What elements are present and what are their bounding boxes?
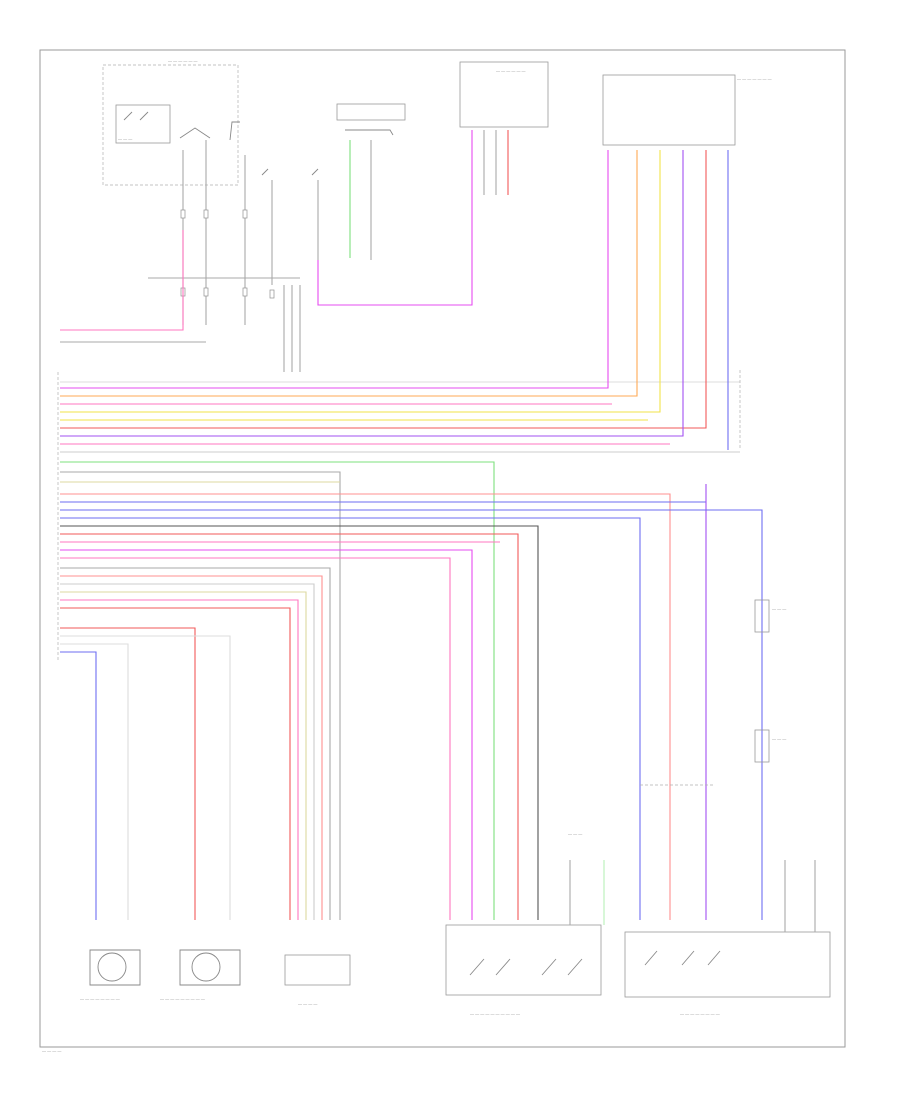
wire-m9 — [60, 533, 519, 920]
ecu-top-box — [602, 74, 736, 146]
corner-label: — — — — — [42, 1048, 61, 1053]
solenoid-block: — — — — — [284, 954, 351, 1006]
fuse-block-label: — — — — — — — [168, 58, 198, 63]
wire-w8 — [60, 150, 684, 437]
wire-w3 — [60, 150, 638, 397]
wire-w2 — [60, 150, 609, 389]
relay-box — [115, 104, 171, 144]
speed-sensor-2-coil-icon — [191, 952, 221, 982]
speed-sensor-1-coil-icon — [97, 952, 127, 982]
speed-sensor-1-label: — — — — — — — — — [80, 996, 120, 1001]
speed-sensor-2-body — [179, 949, 241, 986]
dlc-label: — — — — — — — [496, 68, 526, 73]
pin — [242, 209, 248, 219]
wire-m1 — [60, 461, 495, 920]
relay-box-label: — — — — [118, 136, 132, 141]
pin — [180, 209, 186, 219]
wire-ss2 — [60, 635, 231, 920]
wire-m11 — [60, 549, 473, 920]
fuse-relay-block: — — — — — — — — — — [102, 58, 406, 186]
wire-s5 — [60, 599, 299, 920]
pink-feed-wire — [60, 230, 184, 331]
dlc-box — [459, 61, 549, 128]
park-neutral-switch-label: — — — — — — — — — — — [470, 1011, 520, 1016]
wire-m7 — [60, 517, 641, 920]
shift-switch-body — [624, 931, 831, 998]
stop-lamp-switch-label: — — — — [568, 831, 582, 836]
wire-s6 — [60, 607, 291, 920]
switch-contacts — [469, 958, 583, 976]
splice-2-box — [754, 729, 770, 763]
magenta-loop-wire — [317, 130, 473, 306]
splice-1-box — [754, 599, 770, 633]
pin — [242, 287, 248, 297]
pin — [203, 287, 209, 297]
speed-sensor-2: — — — — — — — — — — [160, 949, 241, 1001]
wire-m4 — [60, 493, 671, 920]
speed-sensor-2-label: — — — — — — — — — — [160, 996, 205, 1001]
shift-switch-side-wires — [784, 860, 816, 932]
pin — [203, 209, 209, 219]
wire-w5 — [60, 150, 661, 413]
diagram-frame — [39, 49, 846, 1048]
wire-s2 — [60, 575, 323, 920]
wire-ss4 — [60, 651, 97, 920]
wire-s3 — [60, 583, 315, 920]
ecu-top-label: — — — — — — — — [737, 76, 772, 81]
dlc-grey-wires — [483, 130, 497, 195]
meter-box — [336, 103, 406, 121]
speed-sensor-1-body — [89, 949, 141, 986]
shift-switch: — — — — — — — — — [624, 860, 831, 1016]
park-neutral-switch: — — — — — — — — — — — [445, 924, 602, 1016]
wire-ss3 — [60, 643, 129, 920]
shift-switch-label: — — — — — — — — — [680, 1011, 720, 1016]
stop-lamp-switch: — — — — [568, 831, 605, 925]
top-grey-wires — [148, 140, 372, 372]
solenoid-block-body — [284, 954, 351, 986]
fuse-block-outline — [102, 64, 239, 186]
solenoid-block-label: — — — — — [298, 1001, 317, 1006]
wire-ss1 — [60, 627, 196, 920]
splice-2-label: — — — — [772, 736, 786, 741]
wire-s1 — [60, 567, 331, 920]
fuse-symbol-2 — [229, 121, 240, 141]
meter-contact-symbol — [345, 129, 394, 136]
harness-wires — [60, 150, 763, 920]
wire-m2 — [60, 471, 341, 920]
wire-s4 — [60, 591, 307, 920]
wire-top-bundle — [283, 285, 301, 372]
wire-m8 — [60, 525, 539, 920]
relay-contact-symbol — [123, 111, 149, 121]
park-neutral-switch-body — [445, 924, 602, 996]
splice-1-label: — — — — [772, 606, 786, 611]
pin — [269, 289, 275, 299]
wire-m12 — [60, 557, 451, 920]
fuse-symbol — [179, 127, 211, 139]
speed-sensor-1: — — — — — — — — — [80, 949, 141, 1001]
shift-switch-contacts — [644, 950, 721, 966]
wire-m6 — [60, 509, 763, 920]
fusible-link-symbols — [261, 168, 319, 176]
wire-w7 — [60, 150, 707, 429]
